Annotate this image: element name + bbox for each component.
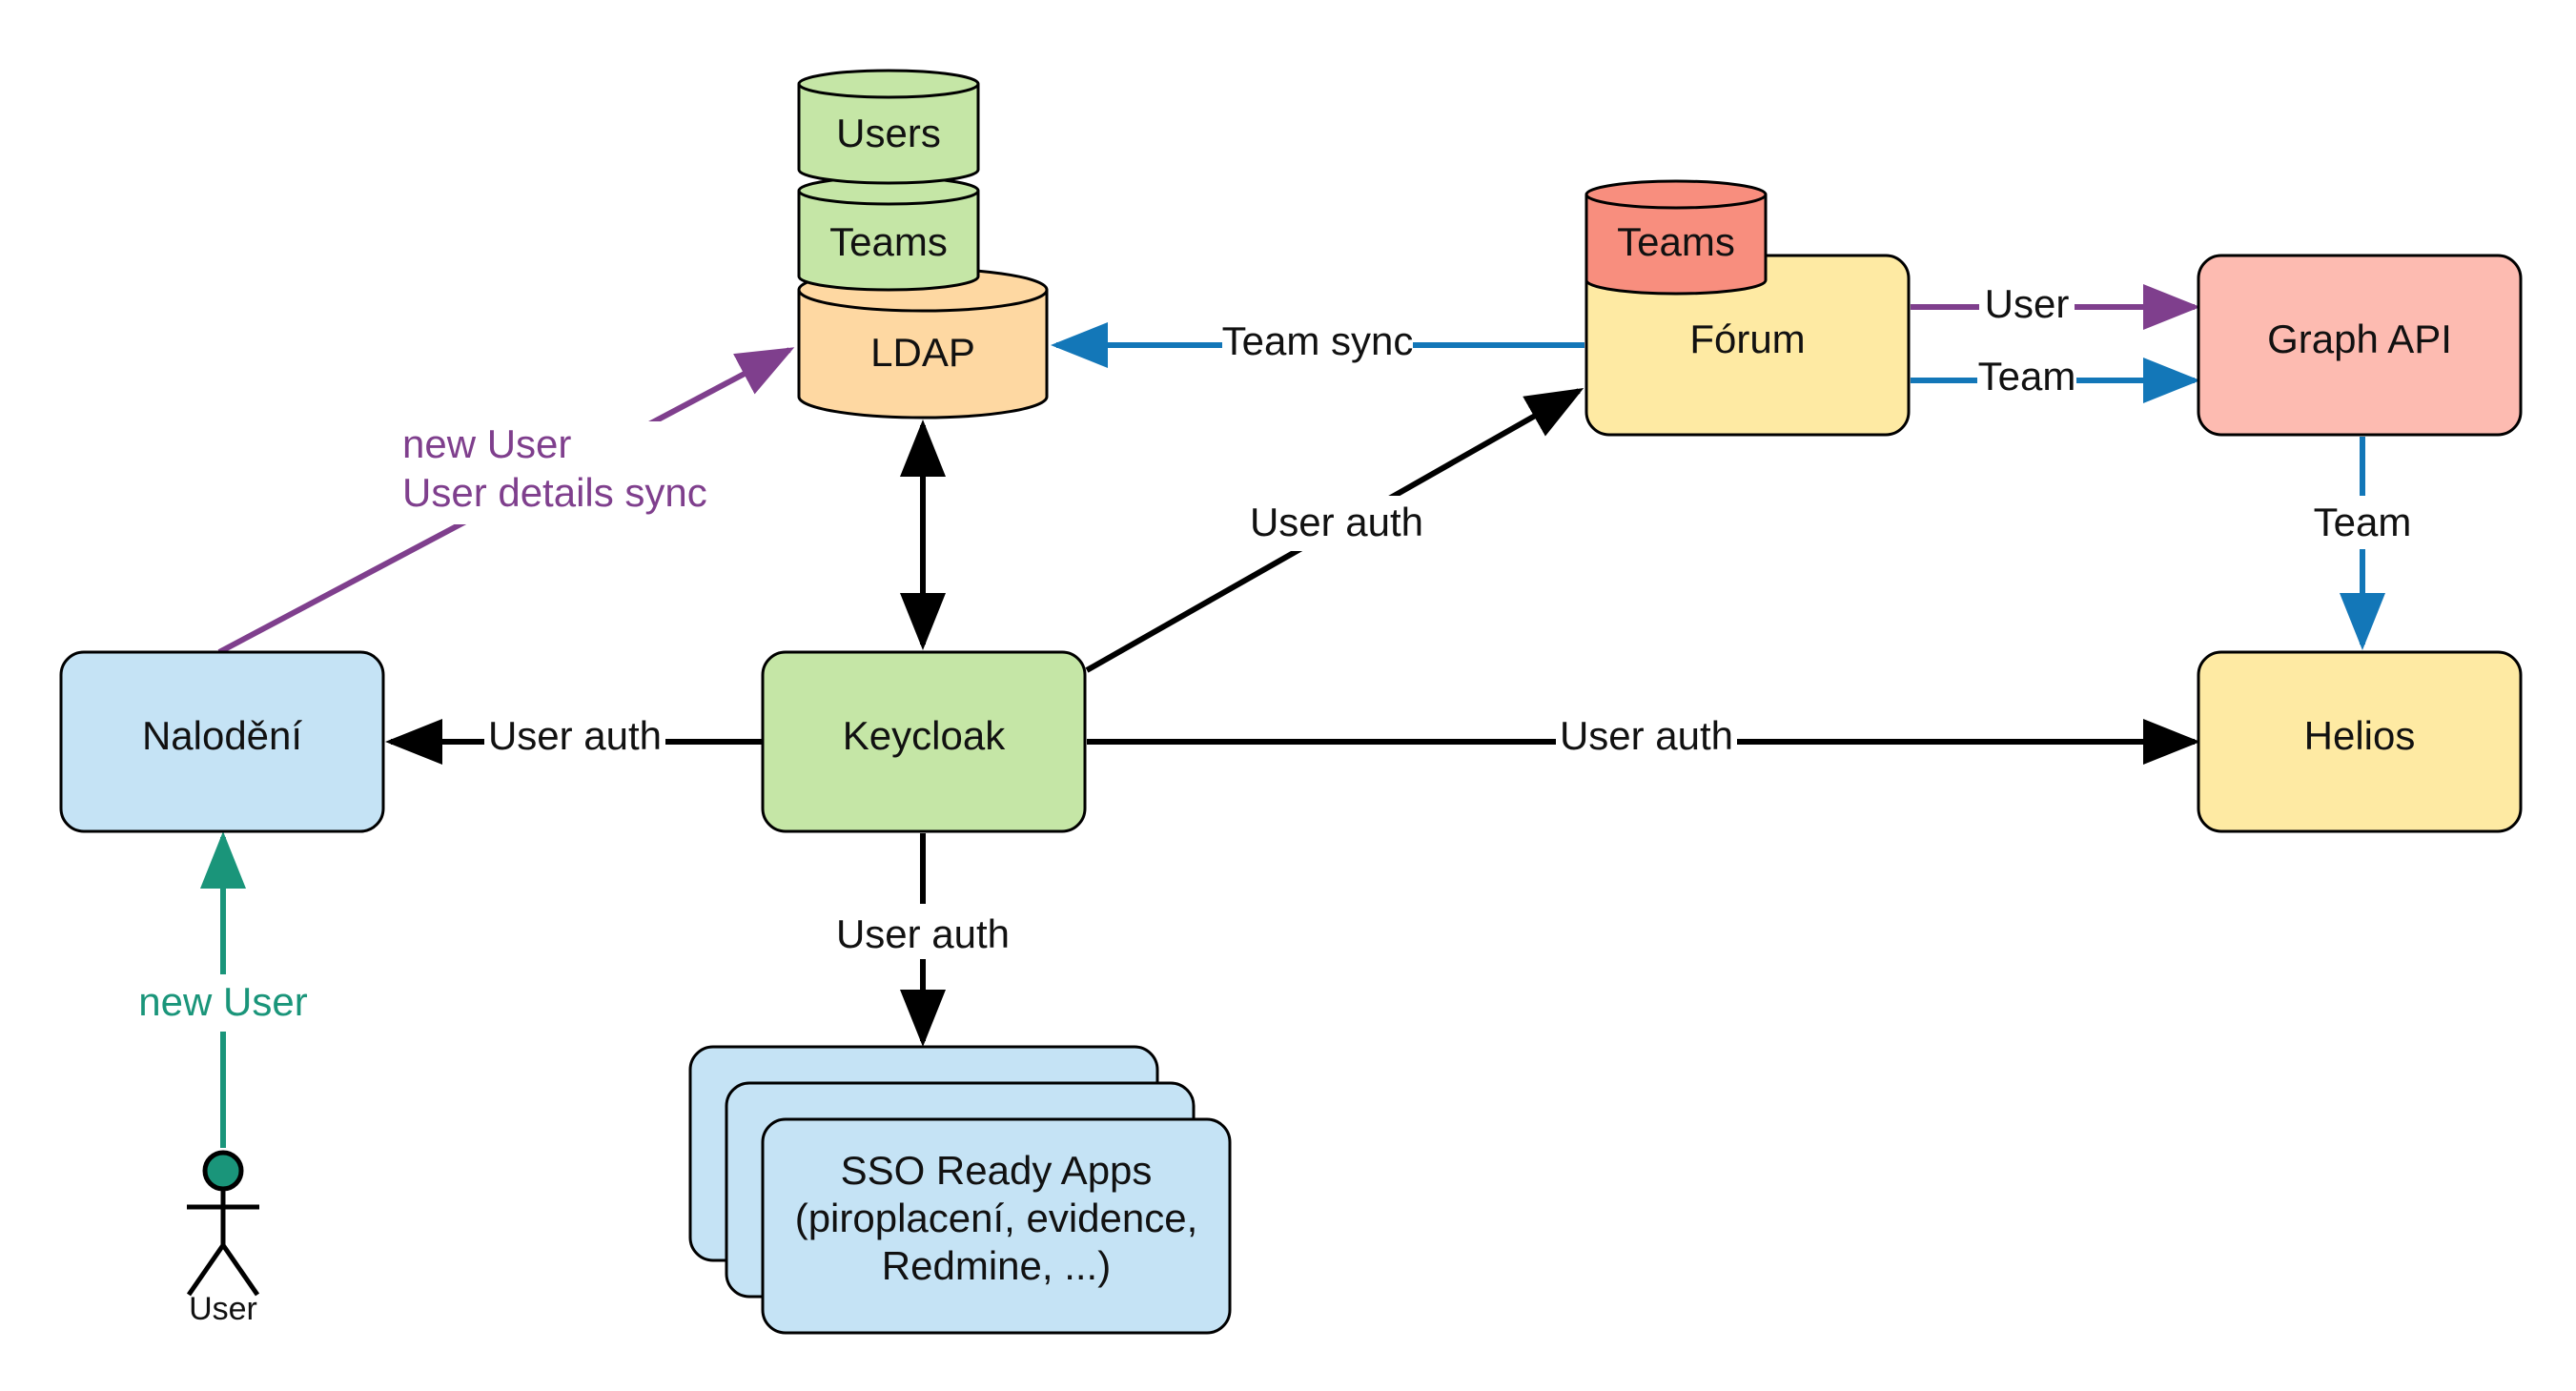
new-user-sync-label-2: User details sync [402, 470, 707, 515]
teams-db-label: Teams [829, 219, 948, 264]
ldap-teams-db: Teams [797, 175, 980, 292]
ldap-users-db: Users [797, 69, 980, 185]
sso-label-1: SSO Ready Apps [841, 1148, 1153, 1193]
helios-user-auth-label: User auth [1560, 713, 1733, 758]
sso-label-3: Redmine, ...) [882, 1243, 1111, 1288]
user-actor: User [186, 1150, 260, 1327]
edge-new-user-sync: new User User details sync [217, 347, 795, 655]
edge-actor-nalodeni: new User [133, 831, 315, 1148]
edge-keycloak-helios: User auth [1087, 713, 2200, 767]
user-to-graph-label: User [1985, 281, 2070, 326]
forum-teams-db: Teams [1584, 179, 1768, 296]
edge-forum-graph-user: User [1911, 281, 2200, 332]
actor-label: User [189, 1291, 257, 1327]
forum-user-auth-label: User auth [1250, 500, 1423, 544]
keycloak-label: Keycloak [843, 713, 1006, 758]
graph-api-node: Graph API [2197, 254, 2523, 437]
edge-graph-helios: Team [2311, 437, 2414, 650]
team-sync-label: Team sync [1222, 318, 1414, 363]
helios-label: Helios [2304, 713, 2416, 758]
edge-keycloak-forum: User auth [1085, 388, 1584, 673]
helios-node: Helios [2197, 650, 2523, 833]
forum-label: Fórum [1689, 317, 1805, 361]
edge-forum-graph-team: Team [1911, 354, 2200, 404]
sso-apps-node: SSO Ready Apps (piroplacení, evidence, R… [688, 1045, 1232, 1335]
team-to-graph-label: Team [1978, 354, 2076, 399]
edge-keycloak-sso: User auth [831, 833, 1014, 1047]
graph-api-label: Graph API [2267, 317, 2452, 361]
nalodeni-node: Nalodění [59, 650, 385, 833]
ldap-label: LDAP [870, 330, 975, 375]
keycloak-node: Keycloak [761, 650, 1087, 833]
edge-keycloak-nalodeni: User auth [385, 713, 763, 767]
ldap-node: LDAP [797, 267, 1049, 419]
forum-teams-label: Teams [1617, 219, 1735, 264]
new-user-sync-label-1: new User [402, 421, 571, 466]
actor-new-user-label: new User [138, 979, 307, 1024]
nalodeni-label: Nalodění [142, 713, 302, 758]
nalodeni-user-auth-label: User auth [488, 713, 662, 758]
sso-user-auth-label: User auth [836, 911, 1010, 956]
sso-label-2: (piroplacení, evidence, [795, 1196, 1198, 1240]
users-db-label: Users [836, 111, 941, 155]
edge-team-sync: Team sync [1051, 318, 1584, 372]
graph-team-helios-label: Team [2314, 500, 2412, 544]
